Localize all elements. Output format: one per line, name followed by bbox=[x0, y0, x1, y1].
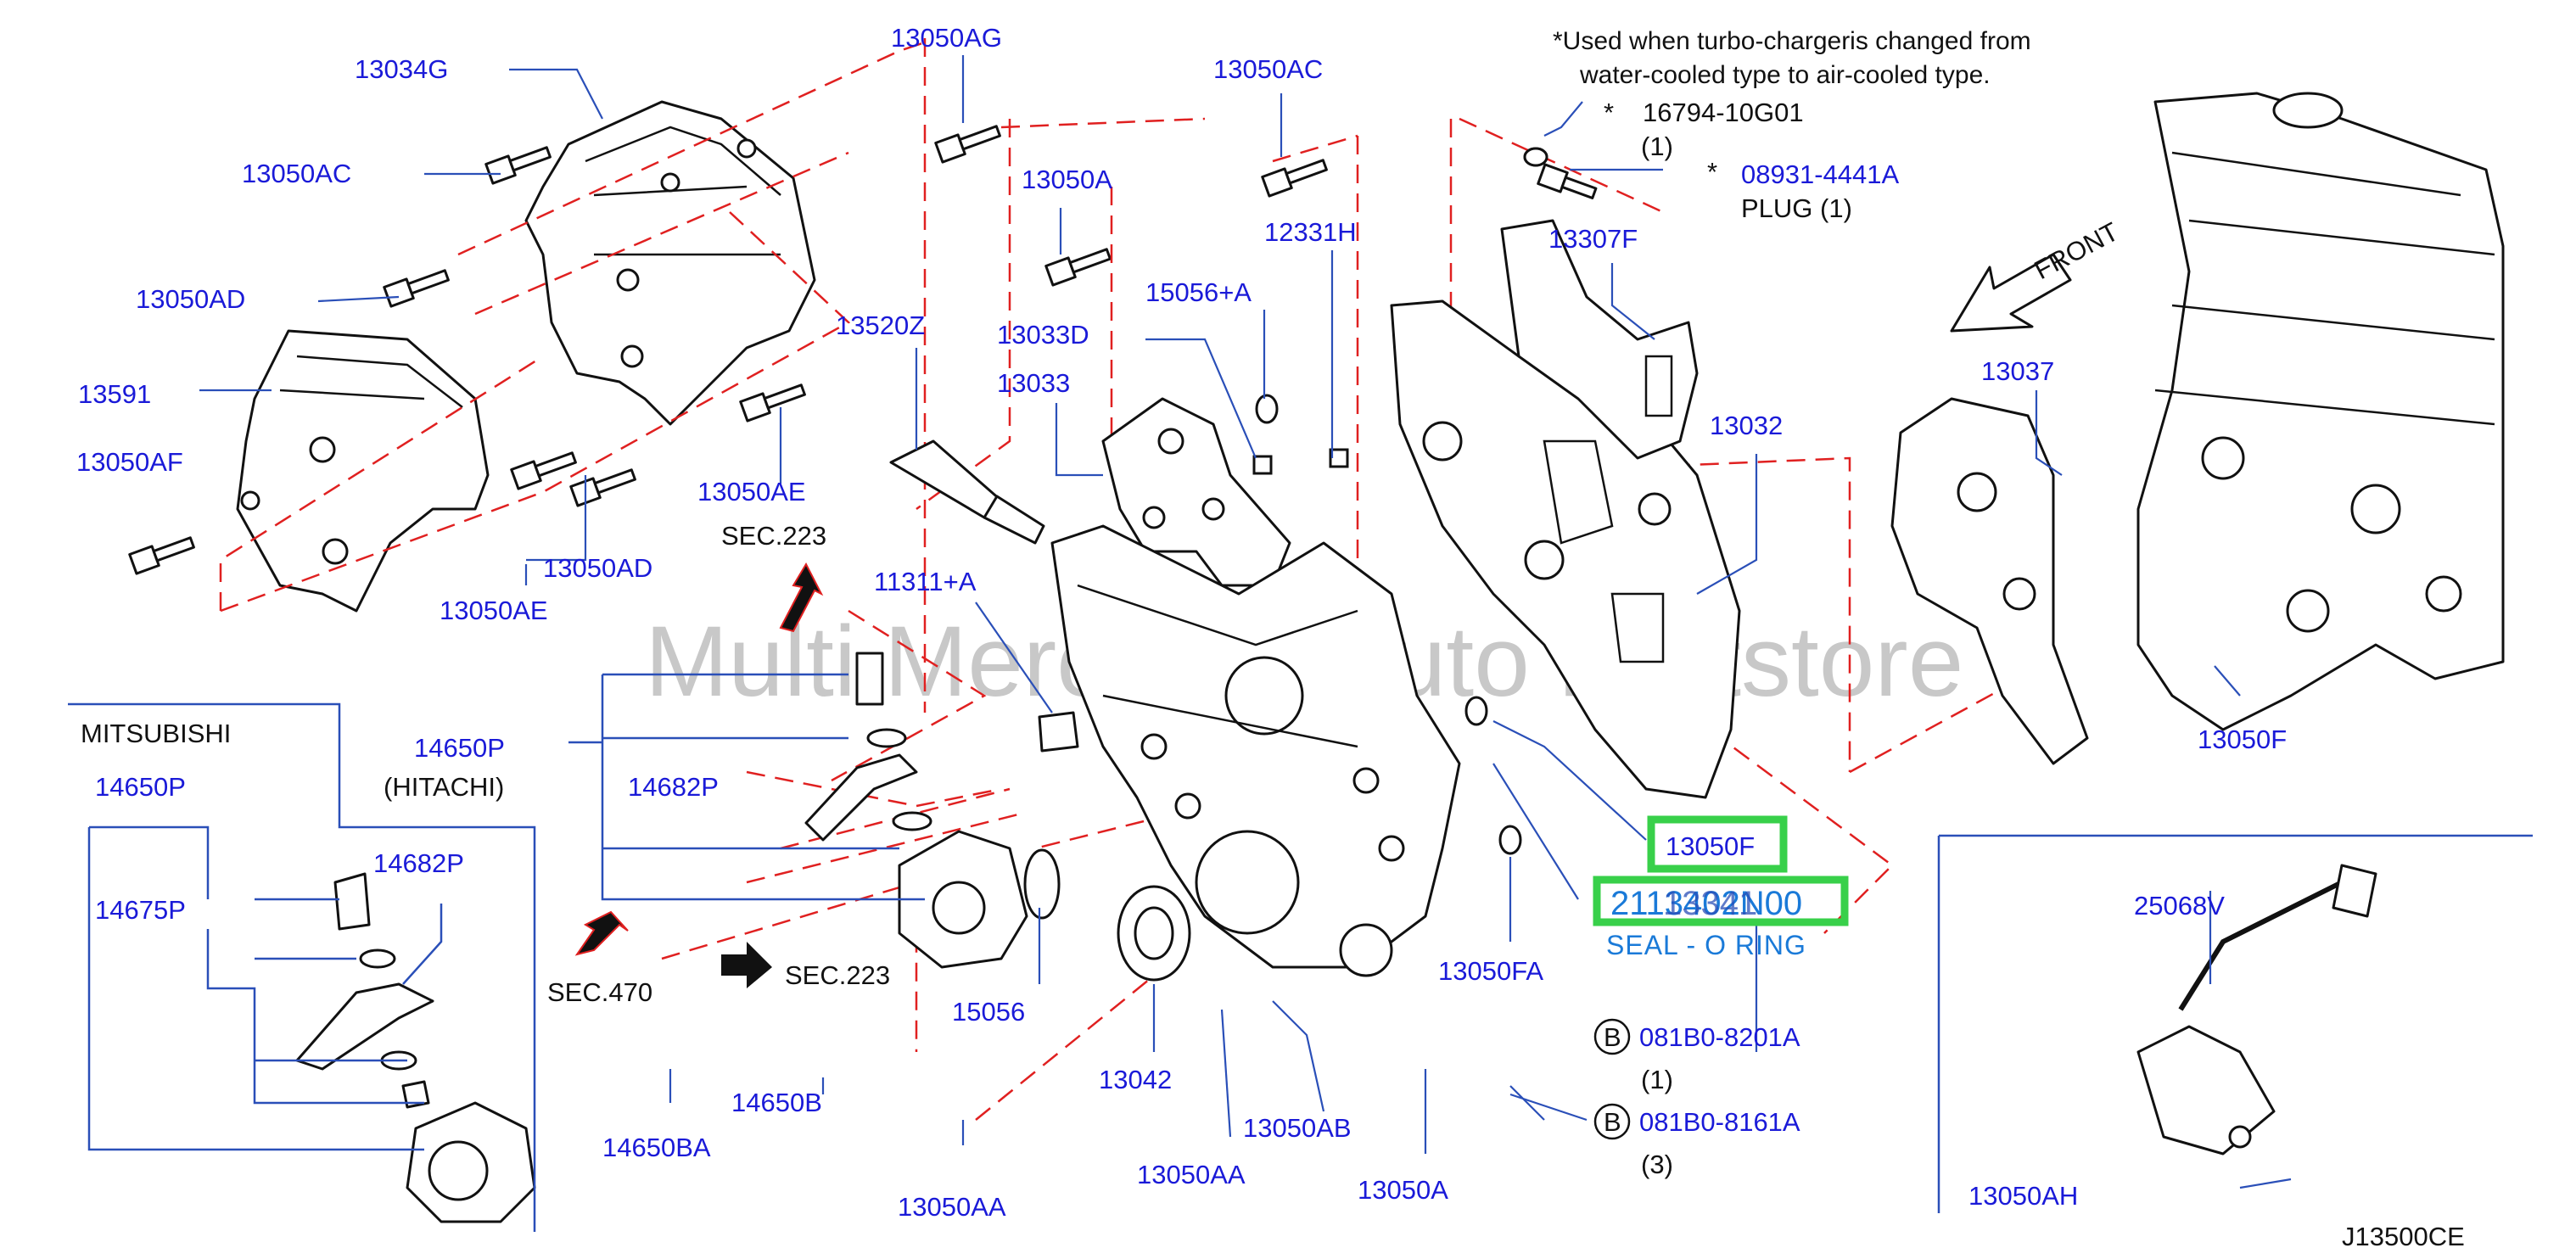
label-13050AE-center[interactable]: 13050AE bbox=[697, 477, 806, 506]
sec223-top: SEC.223 bbox=[721, 521, 826, 551]
label-13050F-right[interactable]: 13050F bbox=[2198, 725, 2287, 754]
label-13032[interactable]: 13032 bbox=[1710, 411, 1783, 440]
label-15056A[interactable]: 15056+A bbox=[1145, 277, 1252, 307]
label-13050F-highlighted[interactable]: 13050F bbox=[1666, 831, 1755, 861]
label-13033[interactable]: 13033 bbox=[997, 368, 1070, 398]
label-081B0-8161A[interactable]: 081B0-8161A bbox=[1639, 1107, 1800, 1137]
label-13050A-bottom[interactable]: 13050A bbox=[1358, 1175, 1448, 1205]
label-12331H[interactable]: 12331H bbox=[1264, 217, 1357, 247]
label-14675P[interactable]: 14675P bbox=[95, 895, 186, 925]
label-13037[interactable]: 13037 bbox=[1981, 356, 2054, 386]
label-13050A-top[interactable]: 13050A bbox=[1022, 165, 1112, 194]
label-14682P-mitsubishi[interactable]: 14682P bbox=[373, 848, 464, 878]
timing-chain-case bbox=[1050, 524, 1461, 977]
section-arrows bbox=[574, 562, 824, 988]
oil-pipe bbox=[804, 652, 932, 842]
label-14650P-mitsubishi[interactable]: 14650P bbox=[95, 772, 186, 802]
cylinder-block bbox=[2136, 92, 2505, 731]
label-13050AA-left[interactable]: 13050AA bbox=[898, 1192, 1006, 1222]
upper-gasket bbox=[1500, 219, 1699, 460]
upper-timing-cover bbox=[524, 100, 816, 426]
label-08931-4441A[interactable]: 08931-4441A bbox=[1741, 159, 1899, 189]
crank-position-sensor bbox=[2136, 864, 2377, 1155]
star-16794: * bbox=[1604, 98, 1614, 127]
b-label-2: B bbox=[1604, 1107, 1621, 1137]
label-13591[interactable]: 13591 bbox=[78, 379, 151, 409]
front-cover-bracket bbox=[1101, 397, 1291, 587]
vacuum-pump bbox=[898, 830, 1061, 969]
label-14650B[interactable]: 14650B bbox=[731, 1088, 822, 1117]
side-gasket bbox=[1890, 397, 2089, 765]
label-13050AF[interactable]: 13050AF bbox=[76, 447, 183, 477]
label-16794-10G01: 16794-10G01 bbox=[1643, 98, 1804, 127]
plug-label: PLUG (1) bbox=[1741, 193, 1852, 223]
label-15056[interactable]: 15056 bbox=[952, 997, 1025, 1027]
leader-lines bbox=[199, 55, 2292, 1189]
label-13033D[interactable]: 13033D bbox=[997, 320, 1089, 350]
label-14650P[interactable]: 14650P bbox=[414, 733, 505, 763]
qty-16794: (1) bbox=[1641, 131, 1673, 161]
label-11311A[interactable]: 11311+A bbox=[874, 567, 977, 596]
highlight-description: SEAL - O RING bbox=[1606, 930, 1806, 960]
qty-8201: (1) bbox=[1641, 1065, 1673, 1094]
diagram-code: J13500CE bbox=[2342, 1222, 2465, 1251]
front-oil-seal bbox=[1117, 885, 1191, 982]
label-13050AD-left[interactable]: 13050AD bbox=[136, 284, 245, 314]
highlight-overlay-number: 13341 bbox=[1663, 885, 1757, 922]
mitsubishi-label: MITSUBISHI bbox=[81, 719, 231, 748]
label-13050AD-center[interactable]: 13050AD bbox=[543, 553, 652, 583]
highlight-box-seal[interactable] bbox=[1593, 876, 1849, 926]
b-circle-1 bbox=[1593, 1018, 1631, 1055]
label-13050AC-left[interactable]: 13050AC bbox=[242, 159, 351, 188]
note-line-1: *Used when turbo-chargeris changed from bbox=[1553, 27, 2031, 55]
label-13050AE-bottom[interactable]: 13050AE bbox=[440, 596, 548, 625]
qty-8161: (3) bbox=[1641, 1150, 1673, 1179]
b-label-1: B bbox=[1604, 1022, 1621, 1052]
b-circle-2 bbox=[1593, 1103, 1631, 1140]
label-13050FA[interactable]: 13050FA bbox=[1438, 956, 1543, 986]
label-25068V[interactable]: 25068V bbox=[2134, 891, 2225, 920]
label-13050AA-center[interactable]: 13050AA bbox=[1137, 1160, 1246, 1189]
label-081B0-8201A[interactable]: 081B0-8201A bbox=[1639, 1022, 1800, 1052]
plug-washer bbox=[1523, 147, 1548, 167]
highlight-part-number[interactable]: 2113402N00 bbox=[1610, 885, 1802, 922]
label-13520Z[interactable]: 13520Z bbox=[836, 311, 925, 340]
sec470: SEC.470 bbox=[547, 977, 652, 1007]
front-label: FRONT bbox=[2030, 216, 2124, 285]
plug-bolt bbox=[1537, 163, 1598, 199]
label-13307F[interactable]: 13307F bbox=[1548, 224, 1638, 254]
label-13042[interactable]: 13042 bbox=[1099, 1065, 1172, 1094]
note-line-2: water-cooled type to air-cooled type. bbox=[1579, 61, 1991, 89]
label-13050AB[interactable]: 13050AB bbox=[1243, 1113, 1352, 1143]
hitachi-label: (HITACHI) bbox=[384, 772, 504, 802]
label-13050AH[interactable]: 13050AH bbox=[1968, 1181, 2078, 1211]
label-14650BA[interactable]: 14650BA bbox=[602, 1133, 711, 1162]
label-13050AG[interactable]: 13050AG bbox=[891, 23, 1002, 53]
label-14682P[interactable]: 14682P bbox=[628, 772, 719, 802]
highlight-box-13050F[interactable] bbox=[1647, 815, 1788, 873]
star-08931: * bbox=[1707, 157, 1717, 187]
label-13050AC-top[interactable]: 13050AC bbox=[1213, 54, 1323, 84]
sealant-tube bbox=[889, 439, 1045, 545]
label-13034G[interactable]: 13034G bbox=[355, 54, 448, 84]
front-arrow: FRONT bbox=[1950, 216, 2124, 333]
sec223-bottom: SEC.223 bbox=[785, 960, 890, 990]
mitsubishi-vacuum-pump bbox=[295, 872, 536, 1223]
variant-frames bbox=[68, 673, 2533, 1232]
